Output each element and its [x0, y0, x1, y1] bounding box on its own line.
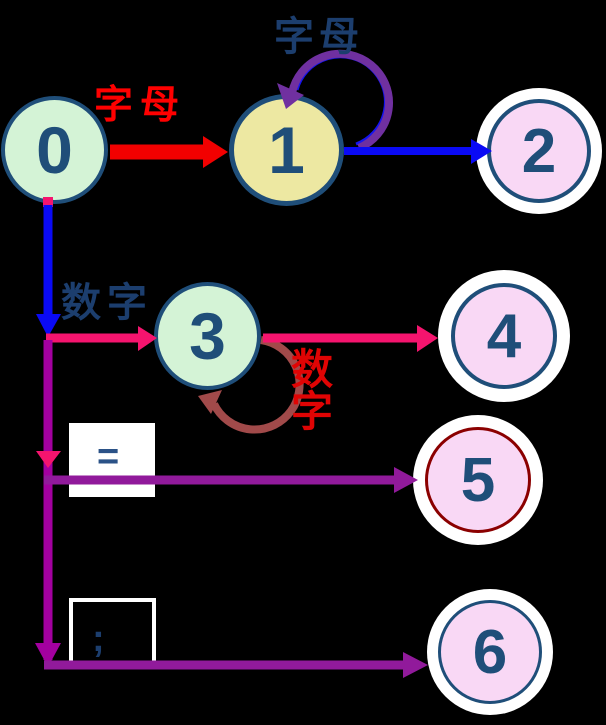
state-1-label: 1 [268, 113, 305, 187]
edge-label-digit: 数字 [61, 279, 153, 326]
edge-3-4-arrow [263, 325, 438, 352]
state-6-label: 6 [472, 617, 508, 687]
state-4: 4 [451, 283, 557, 389]
state-5-label: 5 [460, 445, 496, 515]
edge-1-2-arrow [344, 139, 492, 164]
state-4-ring: 4 [438, 270, 570, 402]
arrowhead [198, 390, 222, 414]
trunk-vertical-magenta [35, 340, 61, 667]
state-5: 5 [425, 427, 531, 533]
state-6: 6 [438, 600, 542, 704]
state-2-ring: 2 [476, 88, 602, 214]
state-5-ring: 5 [413, 415, 543, 545]
state-3: 3 [154, 282, 261, 390]
arrowhead [36, 314, 61, 337]
state-2: 2 [487, 99, 591, 203]
arrowhead [417, 325, 438, 352]
semicolon-label: ; [92, 618, 105, 660]
edge-label-letter: 字母 [94, 82, 187, 128]
semicolon-transition-box [69, 598, 156, 666]
mid-arrowhead [36, 451, 61, 468]
state-2-label: 2 [521, 116, 557, 186]
state-3-label: 3 [189, 299, 226, 373]
state-6-ring: 6 [427, 589, 553, 715]
state-1: 1 [229, 94, 344, 206]
arrowhead [203, 136, 228, 168]
edge-junction-3-arrow [46, 326, 157, 351]
state-0-label: 0 [36, 113, 73, 187]
state-4-label: 4 [486, 301, 522, 371]
edge-0-1-arrow [110, 136, 228, 168]
edge-0-down-arrow [36, 205, 61, 337]
equals-transition-box [69, 423, 155, 497]
equals-label: = [97, 436, 120, 478]
arrowhead [403, 652, 428, 678]
edge-label-digit-loop: 数字 [291, 345, 334, 436]
edge-label-letter-loop: 字母 [274, 13, 364, 60]
state-0: 0 [1, 96, 108, 204]
arrowhead [35, 643, 61, 667]
